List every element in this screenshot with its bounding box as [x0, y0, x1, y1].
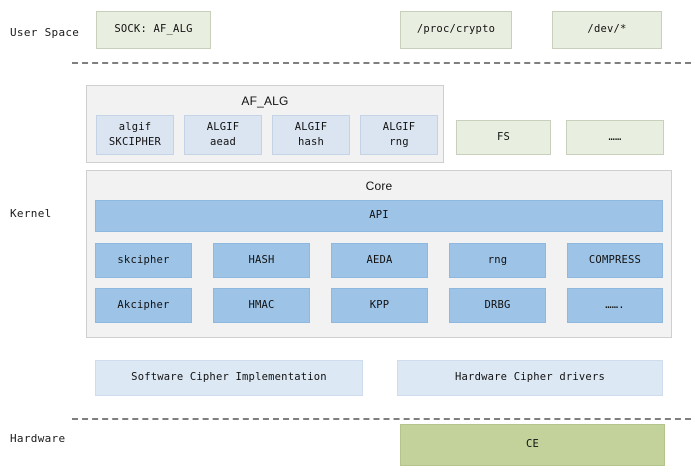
core-alg-drbg[interactable]: DRBG [449, 288, 546, 323]
module-line2: SKCIPHER [108, 136, 162, 148]
core-api-bar[interactable]: API [95, 200, 663, 232]
divider-user-kernel [72, 62, 691, 64]
module-line1: ALGIF [294, 120, 328, 133]
module-line2: aead [209, 136, 237, 148]
user-box-sock-af-alg[interactable]: SOCK: AF_ALG [96, 11, 211, 49]
layer-label-user-space: User Space [10, 26, 80, 39]
core-alg-kpp[interactable]: KPP [331, 288, 428, 323]
af-alg-module-algif-hash[interactable]: ALGIF hash [272, 115, 350, 155]
core-title: Core [365, 179, 393, 193]
core-alg-hash[interactable]: HASH [213, 243, 310, 278]
user-box-proc-crypto[interactable]: /proc/crypto [400, 11, 512, 49]
kernel-box-fs[interactable]: FS [456, 120, 551, 155]
kernel-box-more-fs[interactable]: …… [566, 120, 664, 155]
core-alg-more[interactable]: ……. [567, 288, 663, 323]
core-alg-aeda[interactable]: AEDA [331, 243, 428, 278]
divider-kernel-hardware [72, 418, 691, 420]
af-alg-module-algif-aead[interactable]: ALGIF aead [184, 115, 262, 155]
module-line1: ALGIF [382, 120, 416, 133]
core-alg-skcipher[interactable]: skcipher [95, 243, 192, 278]
module-line2: hash [297, 136, 325, 148]
core-alg-hmac[interactable]: HMAC [213, 288, 310, 323]
af-alg-title: AF_ALG [241, 94, 289, 108]
module-line1: algif [118, 120, 152, 133]
af-alg-module-algif-rng[interactable]: ALGIF rng [360, 115, 438, 155]
user-box-dev-star[interactable]: /dev/* [552, 11, 662, 49]
hardware-box-ce[interactable]: CE [400, 424, 665, 466]
layer-label-hardware: Hardware [10, 432, 66, 445]
core-alg-rng[interactable]: rng [449, 243, 546, 278]
module-line1: ALGIF [206, 120, 240, 133]
core-alg-akcipher[interactable]: Akcipher [95, 288, 192, 323]
layer-label-kernel: Kernel [10, 207, 52, 220]
impl-box-hardware-cipher[interactable]: Hardware Cipher drivers [397, 360, 663, 396]
af-alg-module-algif-skcipher[interactable]: algif SKCIPHER [96, 115, 174, 155]
impl-box-software-cipher[interactable]: Software Cipher Implementation [95, 360, 363, 396]
module-line2: rng [389, 136, 409, 148]
core-alg-compress[interactable]: COMPRESS [567, 243, 663, 278]
